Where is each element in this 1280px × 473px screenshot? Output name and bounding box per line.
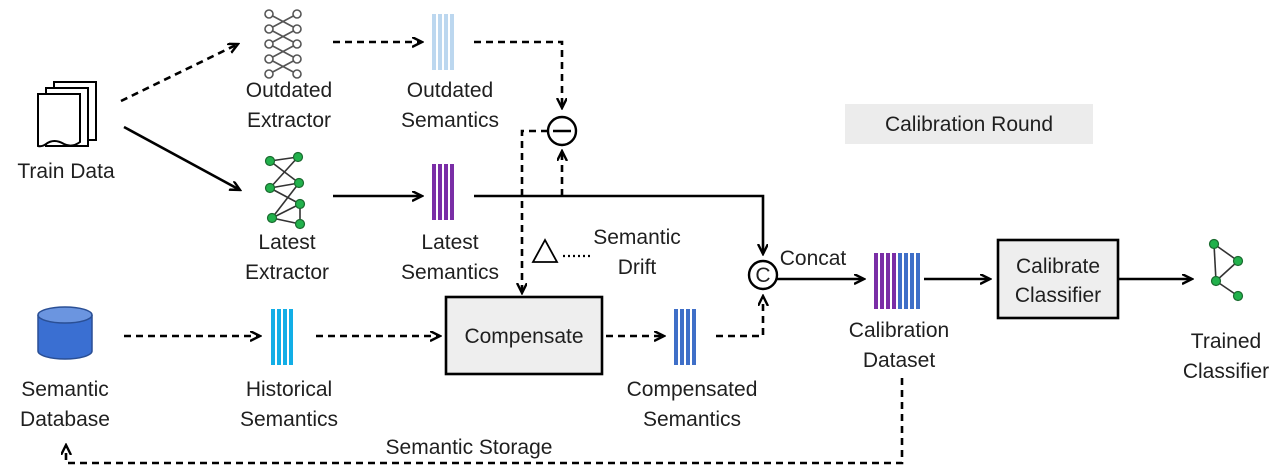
semantic-bar xyxy=(289,309,293,365)
semantic-bar xyxy=(674,309,678,365)
semantic-bar xyxy=(892,253,896,309)
semantic-bar xyxy=(438,14,442,70)
outdated-semantics-label-line1: Outdated xyxy=(407,79,493,102)
latest-semantics-label-line2: Semantics xyxy=(401,261,499,284)
historical-semantics-node: Historical Semantics xyxy=(240,309,338,431)
compensate-label: Compensate xyxy=(464,325,583,348)
trained-classifier-label-line1: Trained xyxy=(1191,330,1261,353)
latest-network-icon xyxy=(264,151,306,230)
outdated-semantics-label-line2: Semantics xyxy=(401,109,499,132)
outdated-network-icon xyxy=(264,9,302,79)
concat-operator: C Concat xyxy=(747,247,847,291)
subtract-operator xyxy=(546,115,578,147)
edge-train-to-latest xyxy=(123,125,240,190)
edge-latest-semantics-to-concat xyxy=(474,194,763,254)
compensate-box: Compensate xyxy=(444,295,604,376)
semantic-bar xyxy=(886,253,890,309)
semantic-bar xyxy=(904,253,908,309)
semantic-bar xyxy=(450,14,454,70)
concat-circle-icon xyxy=(747,259,779,291)
semantic-bar xyxy=(432,164,436,220)
calibration-round-tag: Calibration Round xyxy=(845,104,1093,144)
edge-train-to-outdated xyxy=(120,44,238,103)
document-stack-icon xyxy=(37,81,97,148)
semantic-bar xyxy=(874,253,878,309)
historical-semantics-label-line2: Semantics xyxy=(240,408,338,431)
train-data-node: Train Data xyxy=(17,81,115,183)
semantic-database-label-line1: Semantic xyxy=(21,378,109,401)
latest-extractor-node: Latest Extractor xyxy=(245,151,329,284)
semantic-bar xyxy=(898,253,902,309)
semantic-bar xyxy=(692,309,696,365)
semantic-bar xyxy=(450,164,454,220)
delta-triangle-icon xyxy=(531,238,559,263)
calibrate-classifier-label-line1: Calibrate xyxy=(1016,255,1100,278)
latest-semantics-bars xyxy=(432,164,454,220)
latest-extractor-label-line1: Latest xyxy=(258,231,315,254)
semantic-bar xyxy=(277,309,281,365)
semantic-drift-label-line1: Semantic xyxy=(593,226,681,249)
calibrate-classifier-label-line2: Classifier xyxy=(1015,284,1101,307)
outdated-semantics-node: Outdated Semantics xyxy=(401,14,499,132)
semantic-bar xyxy=(283,309,287,365)
train-data-label: Train Data xyxy=(17,160,115,183)
semantic-bar xyxy=(444,14,448,70)
semantic-bar xyxy=(686,309,690,365)
calibration-dataset-label-line2: Dataset xyxy=(863,349,936,372)
compensated-semantics-node: Compensated Semantics xyxy=(627,309,758,431)
concat-label: Concat xyxy=(780,247,847,270)
latest-semantics-label-line1: Latest xyxy=(421,231,478,254)
semantic-bar xyxy=(680,309,684,365)
semantic-drift-node: Semantic Drift xyxy=(531,226,681,279)
latest-extractor-label-line2: Extractor xyxy=(245,261,329,284)
semantic-bar xyxy=(432,14,436,70)
edge-semantic-storage-loop xyxy=(66,378,904,465)
semantic-bar xyxy=(880,253,884,309)
semantic-bar xyxy=(271,309,275,365)
outdated-extractor-label-line1: Outdated xyxy=(246,79,332,102)
edge-subtract-to-compensate xyxy=(522,129,548,293)
calibration-dataset-label-line1: Calibration xyxy=(849,319,949,342)
trained-classifier-network-icon xyxy=(1208,238,1244,302)
edge-outdated-semantics-to-subtract xyxy=(474,40,562,108)
compensated-semantics-label-line1: Compensated xyxy=(627,378,758,401)
edge-compensated-to-concat xyxy=(716,296,763,338)
database-cylinder-icon xyxy=(37,306,93,360)
historical-semantics-bars xyxy=(271,309,293,365)
semantic-bar xyxy=(910,253,914,309)
historical-semantics-label-line1: Historical xyxy=(246,378,332,401)
semantic-drift-label-line2: Drift xyxy=(618,256,657,279)
edges xyxy=(66,40,1192,465)
semantic-bar xyxy=(916,253,920,309)
trained-classifier-node: Trained Classifier xyxy=(1183,238,1269,383)
outdated-semantics-bars xyxy=(432,14,454,70)
semantic-database-label-line2: Database xyxy=(20,408,110,431)
trained-classifier-label-line2: Classifier xyxy=(1183,360,1269,383)
compensated-semantics-bars xyxy=(674,309,696,365)
compensated-semantics-label-line2: Semantics xyxy=(643,408,741,431)
semantic-database-node: Semantic Database xyxy=(20,306,110,431)
calibrate-classifier-box: Calibrate Classifier xyxy=(996,238,1120,320)
outdated-extractor-node: Outdated Extractor xyxy=(246,9,332,132)
semantic-bar xyxy=(438,164,442,220)
calibration-round-label: Calibration Round xyxy=(885,113,1053,136)
latest-semantics-node: Latest Semantics xyxy=(401,164,499,284)
calibration-dataset-bars xyxy=(874,253,920,309)
concat-symbol: C xyxy=(755,264,770,287)
semantic-storage-label: Semantic Storage xyxy=(386,436,553,459)
outdated-extractor-label-line2: Extractor xyxy=(247,109,331,132)
calibration-dataset-node: Calibration Dataset xyxy=(849,253,949,372)
semantic-bar xyxy=(444,164,448,220)
